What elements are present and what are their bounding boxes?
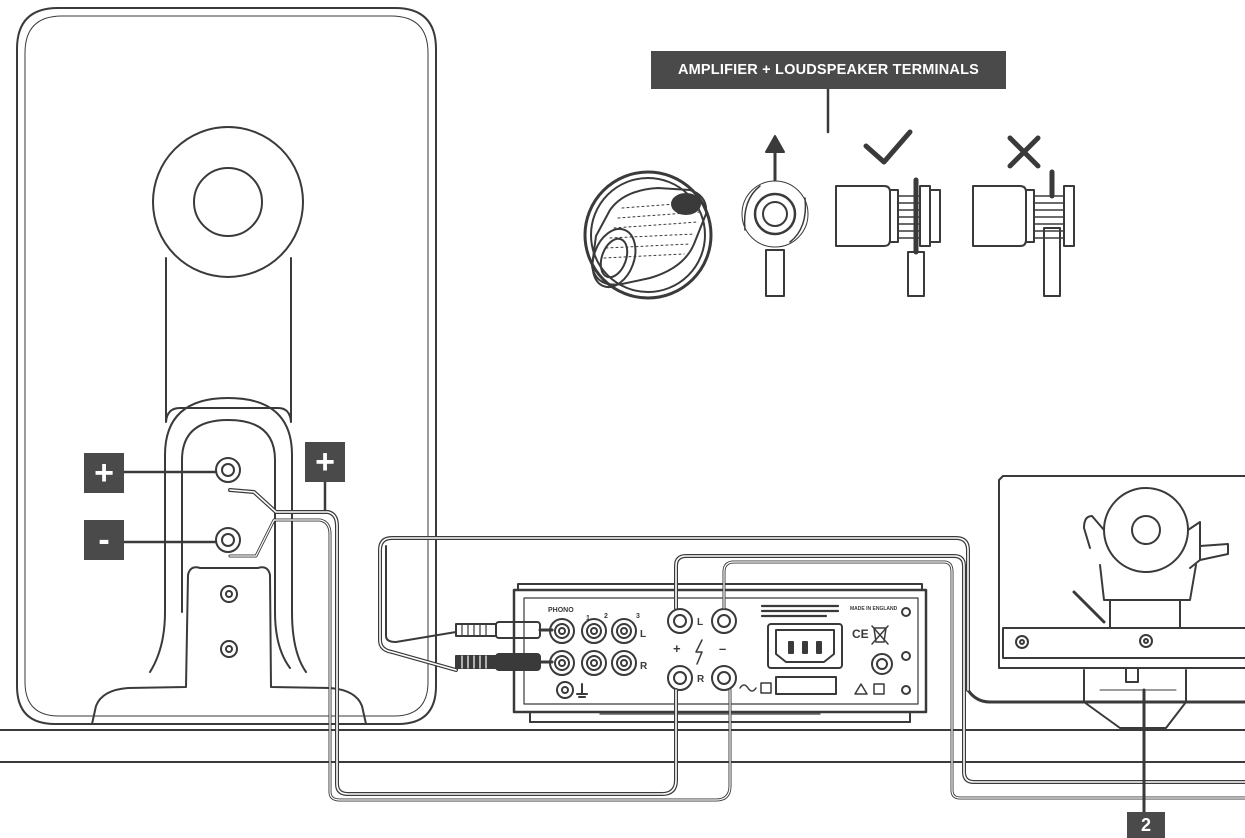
amp-spec-text	[760, 604, 840, 618]
cert-mark-icon	[873, 683, 885, 695]
turntable-screw-right	[1139, 634, 1153, 648]
diagram-title: AMPLIFIER + LOUDSPEAKER TERMINALS	[651, 51, 1006, 89]
ground-terminal	[556, 681, 588, 699]
step-number-label: 2	[1127, 812, 1165, 838]
amp-speaker-terminal-l-minus	[711, 608, 737, 634]
warning-triangle-icon	[854, 683, 868, 695]
amp-label-channel-l: L	[640, 629, 646, 640]
amp-label-phono: PHONO	[548, 607, 574, 614]
amp-panel-screws	[901, 607, 911, 695]
loosen-arrow-icon	[741, 135, 809, 297]
cross-mark-icon	[1007, 135, 1041, 169]
turntable-screw-left	[1015, 635, 1029, 649]
amp-label-made-in: MADE IN ENGLAND	[850, 606, 898, 612]
iec-power-inlet	[767, 623, 843, 669]
speaker-foot	[91, 566, 367, 725]
terminal-housing	[164, 397, 307, 673]
weee-bin-icon	[871, 625, 889, 645]
terminal-instructions	[583, 87, 1075, 300]
terminal-incorrect	[972, 169, 1075, 297]
amp-spk-label-r: R	[697, 674, 705, 685]
speaker-plus-label: +	[84, 453, 124, 493]
amp-label-ce: CE	[852, 627, 869, 641]
ac-symbol-icon	[739, 684, 757, 692]
speaker-terminal-positive	[215, 457, 241, 483]
rca-phono-l	[549, 618, 575, 644]
amp-label-input-2: 2	[604, 613, 608, 620]
amp-speaker-terminal-l-plus	[667, 608, 693, 634]
rca-plug-left	[455, 621, 554, 639]
amp-speaker-terminal-r-plus	[667, 665, 693, 691]
cable-plus-label: +	[305, 442, 345, 482]
speaker-screw-1	[220, 585, 238, 603]
tweeter	[152, 126, 304, 278]
double-insulation-icon	[760, 682, 772, 694]
rca-input2-r	[581, 650, 607, 676]
speaker-screw-2	[220, 640, 238, 658]
tonearm-pivot	[1103, 487, 1189, 573]
cables	[228, 488, 1245, 814]
amplifier: PHONO 1 2 3 L R L R + –	[512, 583, 928, 723]
amp-spk-label-plus: +	[673, 641, 681, 656]
amp-label-input-3: 3	[636, 613, 640, 620]
shelf	[0, 729, 1245, 763]
terminal-correct	[835, 177, 941, 297]
amp-label-input-1: 1	[586, 615, 590, 622]
amp-label-channel-r: R	[640, 661, 648, 672]
fuse-holder	[871, 653, 893, 675]
speaker-minus-label: -	[84, 520, 124, 560]
amp-spk-label-l: L	[697, 617, 703, 628]
loudspeaker	[16, 7, 437, 725]
turntable	[998, 475, 1245, 729]
amp-spk-label-minus: –	[719, 641, 726, 656]
rca-input3-l	[611, 618, 637, 644]
rca-input2-l	[581, 618, 607, 644]
rating-label	[775, 676, 837, 695]
binding-post-cap-icon	[583, 170, 713, 300]
rca-phono-r	[549, 650, 575, 676]
speaker-terminal-negative	[215, 527, 241, 553]
check-mark-icon	[863, 129, 913, 165]
rca-plug-right	[455, 653, 554, 671]
amp-speaker-terminal-r-minus	[711, 665, 737, 691]
rca-input3-r	[611, 650, 637, 676]
hazard-bolt-icon	[695, 639, 703, 665]
